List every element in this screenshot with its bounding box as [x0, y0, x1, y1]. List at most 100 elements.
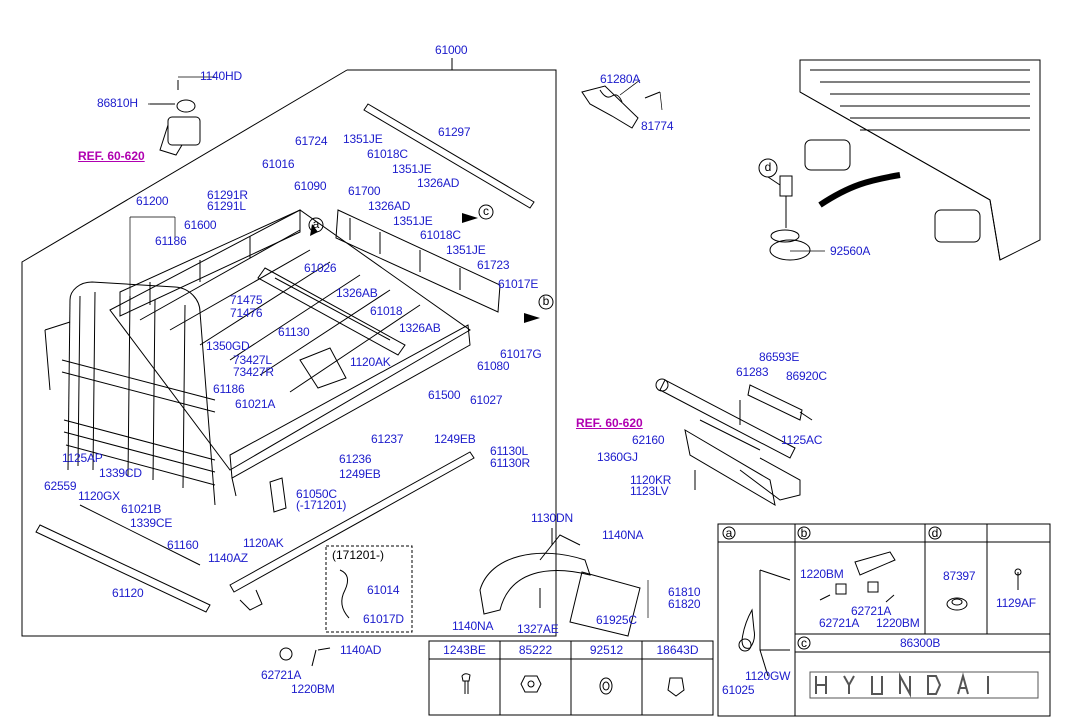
part-label[interactable]: 86810H	[97, 96, 138, 110]
part-label[interactable]: 1140HD	[200, 69, 242, 83]
part-label[interactable]: 61723	[477, 258, 510, 272]
part-label[interactable]: 61600	[184, 218, 217, 232]
part-label[interactable]: 61021A	[235, 397, 276, 411]
ref-link-fuel[interactable]: REF. 60-620	[78, 149, 145, 163]
part-label[interactable]: 61021B	[121, 502, 162, 516]
part-label[interactable]: 1129AF	[996, 596, 1036, 610]
part-label[interactable]: 1140AZ	[208, 551, 248, 565]
part-label[interactable]: 1326AD	[368, 199, 411, 213]
part-label[interactable]: 61186	[213, 382, 245, 396]
part-label[interactable]: 61291R	[207, 188, 248, 202]
part-label[interactable]: 61237	[371, 432, 404, 446]
part-label[interactable]: 81774	[641, 119, 674, 133]
part-label[interactable]: 61130R	[490, 456, 530, 470]
part-label[interactable]: 86593E	[759, 350, 800, 364]
fastener-header-1243BE[interactable]: 1243BE	[443, 643, 486, 657]
part-label[interactable]: 61090	[294, 179, 327, 193]
part-label[interactable]: 61724	[295, 134, 328, 148]
part-label[interactable]: 1326AB	[399, 321, 441, 335]
part-label[interactable]: 1339CD	[99, 466, 142, 480]
part-label[interactable]: 1125AP	[62, 451, 103, 465]
part-label[interactable]: 1351JE	[343, 132, 383, 146]
part-label[interactable]: 62160	[632, 433, 665, 447]
part-label[interactable]: 1327AE	[517, 622, 559, 636]
part-label[interactable]: 61120	[112, 586, 144, 600]
part-label[interactable]: 61027	[470, 393, 503, 407]
part-label[interactable]: 61925C	[596, 613, 637, 627]
part-label[interactable]: 1140NA	[452, 619, 494, 633]
part-label[interactable]: 1351JE	[446, 243, 486, 257]
part-label[interactable]: 61018	[370, 304, 403, 318]
part-label[interactable]: 61017D	[363, 612, 404, 626]
part-label[interactable]: 61025	[722, 683, 755, 697]
part-label[interactable]: 86920C	[786, 369, 827, 383]
part-label[interactable]: 86300B	[900, 636, 941, 650]
part-label[interactable]: 62559	[44, 479, 77, 493]
part-label[interactable]: 61200	[136, 194, 169, 208]
part-label[interactable]: 1220BM	[876, 616, 920, 630]
part-label[interactable]: 61810	[668, 585, 701, 599]
part-label[interactable]: 61018C	[367, 147, 408, 161]
part-label[interactable]: 61700	[348, 184, 381, 198]
part-label[interactable]: 61014	[367, 583, 400, 597]
fastener-header-92512[interactable]: 92512	[589, 643, 624, 657]
part-label[interactable]: 61283	[736, 365, 769, 379]
callout-b-label: b	[542, 294, 550, 308]
part-label[interactable]: 61186	[155, 234, 187, 248]
part-label[interactable]: 92560A	[830, 244, 871, 258]
part-label[interactable]: 61050C	[296, 487, 337, 501]
part-label[interactable]: 1339CE	[130, 516, 173, 530]
part-label[interactable]: 61017E	[498, 277, 539, 291]
part-label[interactable]: 73427L	[233, 353, 272, 367]
part-label[interactable]: 61130	[278, 325, 310, 339]
part-label[interactable]: 1140NA	[602, 528, 644, 542]
part-label[interactable]: 1326AD	[417, 176, 460, 190]
part-label[interactable]: 61280A	[600, 72, 641, 86]
part-label[interactable]: 73427R	[233, 365, 274, 379]
part-label[interactable]: 61160	[167, 538, 199, 552]
part-label[interactable]: 1140AD	[340, 643, 382, 657]
part-label[interactable]: 61291L	[207, 199, 246, 213]
part-label[interactable]: 62721A	[819, 616, 860, 630]
part-label[interactable]: 61000	[435, 43, 468, 57]
part-label[interactable]: 1120KR	[630, 473, 672, 487]
fastener-header-18643D[interactable]: 18643D	[656, 643, 699, 657]
part-label[interactable]: 1351JE	[392, 162, 432, 176]
detail-header-a: a	[725, 526, 733, 540]
part-label[interactable]: 1130DN	[531, 511, 573, 525]
part-label[interactable]: 1220BM	[800, 567, 844, 581]
part-label[interactable]: 1123LV	[630, 484, 669, 498]
part-label[interactable]: 87397	[943, 569, 976, 583]
part-label[interactable]: 1326AB	[336, 286, 378, 300]
part-label[interactable]: 71476	[230, 306, 263, 320]
part-label[interactable]: 1120GW	[745, 669, 791, 683]
part-label[interactable]: 61297	[438, 125, 471, 139]
ref-link-hitch[interactable]: REF. 60-620	[576, 416, 643, 430]
part-label[interactable]: 61016	[262, 157, 295, 171]
part-label[interactable]: 1351JE	[393, 214, 433, 228]
part-label[interactable]: 1120GX	[78, 489, 120, 503]
part-label[interactable]: 1220BM	[291, 682, 335, 696]
part-label[interactable]: 1125AC	[781, 433, 823, 447]
part-label[interactable]: 1249EB	[434, 432, 476, 446]
part-label[interactable]: 61130L	[490, 444, 528, 458]
mudguard-part-61810	[479, 528, 641, 637]
fastener-header-85222[interactable]: 85222	[518, 643, 553, 657]
part-label[interactable]: 61080	[477, 359, 510, 373]
part-label[interactable]: 62721A	[851, 604, 892, 618]
part-label[interactable]: 61017G	[500, 347, 542, 361]
part-label[interactable]: 61500	[428, 388, 461, 402]
part-label[interactable]: 61820	[668, 597, 701, 611]
part-label[interactable]: (-171201)	[296, 498, 347, 512]
part-label[interactable]: 61236	[339, 452, 372, 466]
part-label[interactable]: 61026	[304, 261, 337, 275]
part-label[interactable]: 62721A	[261, 668, 302, 682]
part-label[interactable]: 71475	[230, 293, 263, 307]
part-label[interactable]: 1249EB	[339, 467, 381, 481]
part-label[interactable]: 1350GD	[206, 339, 250, 353]
part-label[interactable]: 1120AK	[243, 536, 284, 550]
part-label[interactable]: 1120AK	[350, 355, 391, 369]
part-label[interactable]: 61018C	[420, 228, 461, 242]
part-label[interactable]: 1360GJ	[597, 450, 638, 464]
